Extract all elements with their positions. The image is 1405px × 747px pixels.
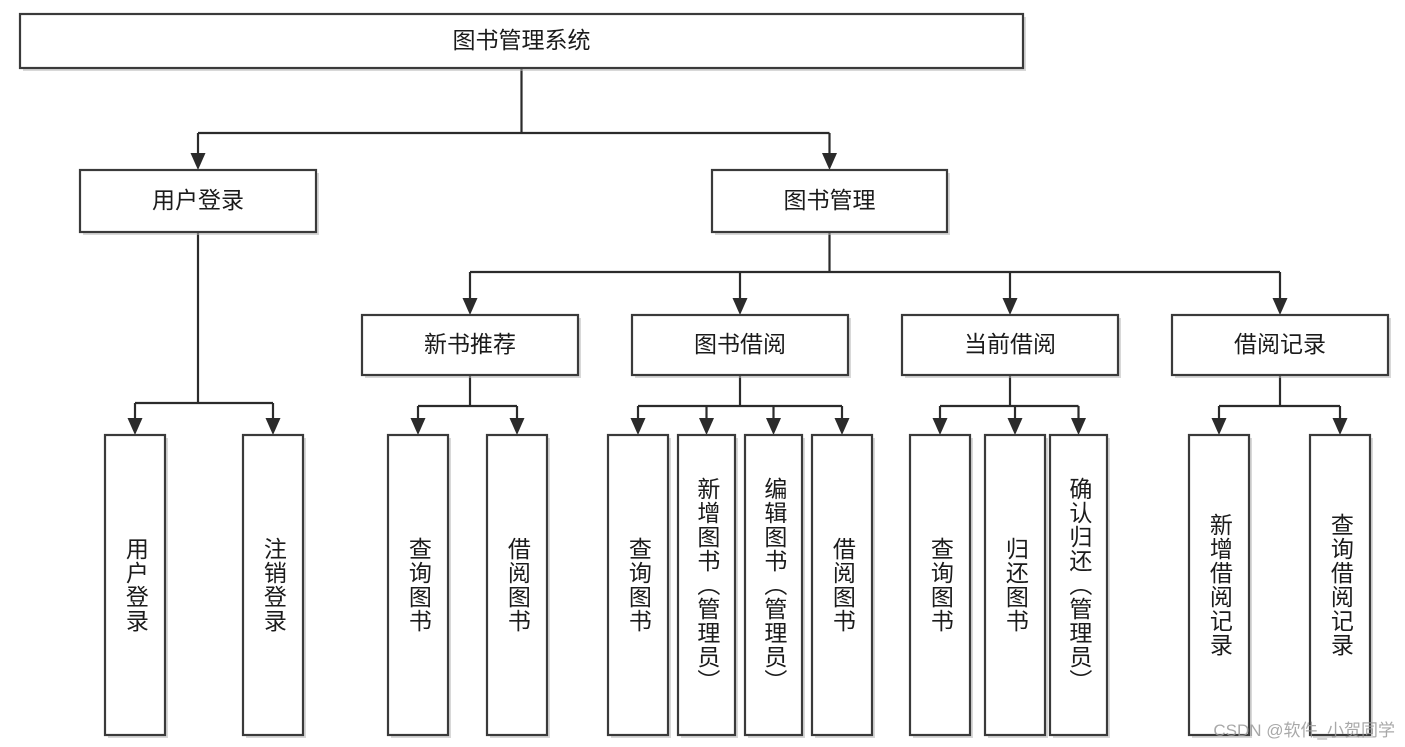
arrow-head-icon	[630, 418, 646, 435]
arrow-head-icon	[265, 418, 281, 435]
arrow-head-icon	[732, 298, 748, 315]
leaf-node-box-4[interactable]	[606, 433, 670, 737]
arrow-head-icon	[1002, 298, 1018, 315]
arrow-head-icon	[410, 418, 426, 435]
leaf-node-box-8[interactable]	[908, 433, 972, 737]
leaf-node-box-3[interactable]	[485, 433, 549, 737]
arrow-head-icon	[932, 418, 948, 435]
leaf-node-box-0[interactable]	[103, 433, 167, 737]
leaf-node-box-9[interactable]	[983, 433, 1047, 737]
level3-node-label-3: 借阅记录	[1234, 331, 1326, 357]
level3-node-box-1[interactable]	[630, 313, 850, 377]
leaf-node-box-1[interactable]	[241, 433, 305, 737]
csdn-watermark: CSDN @软件_小贺同学	[1213, 721, 1395, 740]
level3-node-box-3[interactable]	[1170, 313, 1390, 377]
leaf-node-box-5[interactable]	[676, 433, 737, 737]
leaf-node-box-10[interactable]	[1048, 433, 1109, 737]
level2-node-box-1[interactable]	[710, 168, 949, 234]
arrow-head-icon	[822, 153, 837, 170]
arrow-head-icon	[509, 418, 525, 435]
node-boxes-layer	[18, 12, 1391, 738]
level3-node-box-2[interactable]	[900, 313, 1120, 377]
arrow-head-icon	[699, 418, 714, 435]
arrow-head-icon	[834, 418, 850, 435]
arrow-head-icon	[1272, 298, 1288, 315]
arrow-head-icon	[766, 418, 781, 435]
level2-node-label-1: 图书管理	[784, 187, 876, 213]
leaf-node-box-12[interactable]	[1308, 433, 1372, 737]
root-node-box[interactable]	[18, 12, 1025, 70]
arrow-head-icon	[127, 418, 143, 435]
connectors-layer	[127, 68, 1348, 435]
level3-node-label-0: 新书推荐	[424, 331, 516, 357]
level3-node-label-2: 当前借阅	[964, 331, 1056, 357]
arrow-head-icon	[190, 153, 206, 170]
arrow-head-icon	[1071, 418, 1086, 435]
level2-node-box-0[interactable]	[78, 168, 318, 234]
arrow-head-icon	[1332, 418, 1348, 435]
leaf-node-box-2[interactable]	[386, 433, 450, 737]
leaf-node-box-6[interactable]	[743, 433, 804, 737]
leaf-node-box-11[interactable]	[1187, 433, 1251, 737]
root-node-label: 图书管理系统	[453, 27, 591, 53]
level2-node-label-0: 用户登录	[152, 187, 244, 213]
arrow-head-icon	[462, 298, 478, 315]
level3-node-box-0[interactable]	[360, 313, 580, 377]
arrow-head-icon	[1211, 418, 1227, 435]
leaf-node-box-7[interactable]	[810, 433, 874, 737]
arrow-head-icon	[1007, 418, 1023, 435]
level3-node-label-1: 图书借阅	[694, 331, 786, 357]
